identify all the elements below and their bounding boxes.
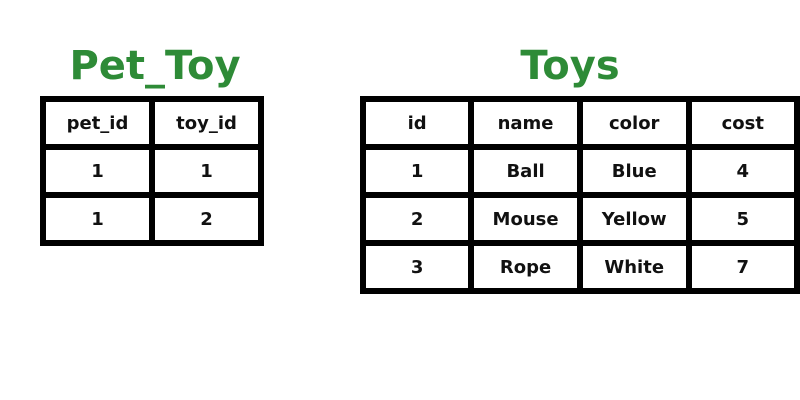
cell-color: Yellow — [579, 195, 689, 243]
table-row: 2 Mouse Yellow 5 — [363, 195, 797, 243]
table-row: 1 1 — [43, 147, 261, 195]
pet-toy-table: pet_id toy_id 1 1 1 2 — [40, 96, 264, 246]
cell-color: Blue — [579, 147, 689, 195]
header-cell-color: color — [579, 99, 689, 147]
pet-toy-title: Pet_Toy — [69, 43, 241, 89]
cell-id: 2 — [363, 195, 472, 243]
header-cell-cost: cost — [688, 99, 797, 147]
cell-pet-id: 1 — [43, 147, 152, 195]
table-header-row: id name color cost — [363, 99, 797, 147]
table-row: 1 2 — [43, 195, 261, 243]
header-cell-id: id — [363, 99, 472, 147]
table-row: 3 Rope White 7 — [363, 243, 797, 291]
cell-cost: 5 — [688, 195, 797, 243]
table-row: 1 Ball Blue 4 — [363, 147, 797, 195]
cell-color: White — [579, 243, 689, 291]
toys-title: Toys — [520, 43, 620, 89]
header-cell-toy-id: toy_id — [152, 99, 261, 147]
cell-cost: 4 — [688, 147, 797, 195]
cell-cost: 7 — [688, 243, 797, 291]
cell-toy-id: 1 — [152, 147, 261, 195]
cell-pet-id: 1 — [43, 195, 152, 243]
table-header-row: pet_id toy_id — [43, 99, 261, 147]
cell-id: 1 — [363, 147, 472, 195]
cell-name: Mouse — [471, 195, 580, 243]
cell-id: 3 — [363, 243, 472, 291]
header-cell-pet-id: pet_id — [43, 99, 152, 147]
cell-toy-id: 2 — [152, 195, 261, 243]
toys-table: id name color cost 1 Ball Blue 4 2 Mouse… — [360, 96, 800, 294]
cell-name: Rope — [471, 243, 580, 291]
header-cell-name: name — [471, 99, 580, 147]
cell-name: Ball — [471, 147, 580, 195]
